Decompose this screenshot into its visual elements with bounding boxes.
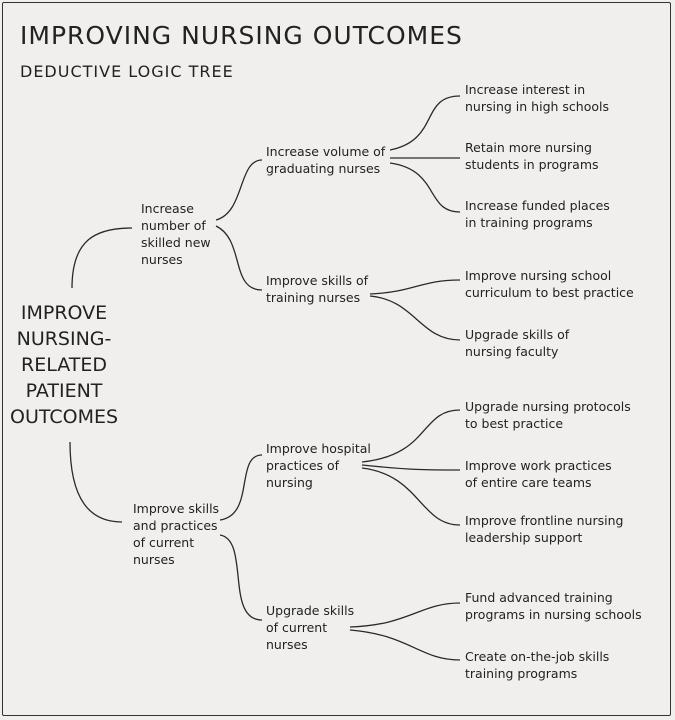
node-line: of current [266,620,328,635]
node-line: number of [141,218,206,233]
l3-node-school-curriculum: Improve nursing school curriculum to bes… [465,267,634,301]
node-line: programs in nursing schools [465,607,642,622]
node-line: curriculum to best practice [465,285,634,300]
node-line: nursing in high schools [465,99,609,114]
diagram-title: IMPROVING NURSING OUTCOMES [20,21,463,50]
node-line: Upgrade skills of [465,327,570,342]
node-line: practices of [266,458,340,473]
l2-node-training-nurses: Improve skills of training nurses [266,272,368,306]
l3-node-funded-places: Increase funded places in training progr… [465,197,610,231]
l1-node-increase-skilled-nurses: Increase number of skilled new nurses [141,200,211,268]
link-l2b-l3e [369,295,461,341]
node-line: Improve hospital [266,441,371,456]
l3-node-retain-students: Retain more nursing students in programs [465,139,599,173]
link-root-l1-1 [71,227,133,289]
l2-node-upgrade-current-skills: Upgrade skills of current nurses [266,602,354,653]
node-line: Improve skills [133,501,220,516]
node-line: Improve skills of [266,273,369,288]
node-line: training programs [465,666,578,681]
node-line: Increase volume of [266,144,386,159]
link-l2d-l3i [349,602,461,628]
node-line: Fund advanced training [465,590,613,605]
node-line: nursing faculty [465,344,559,359]
root-line: OUTCOMES [10,406,119,428]
node-line: nurses [266,637,308,652]
root-line: NURSING- [16,328,112,350]
node-line: nursing [266,475,313,490]
l3-node-care-teams: Improve work practices of entire care te… [465,457,612,491]
node-line: Upgrade nursing protocols [465,399,631,414]
node-line: Increase interest in [465,82,586,97]
node-line: in training programs [465,215,593,230]
node-line: Improve work practices [465,458,612,473]
root-line: RELATED [21,354,107,376]
link-l2c-l3f [361,409,461,463]
l2-node-graduating-nurses: Increase volume of graduating nurses [266,143,385,177]
l3-node-nursing-protocols: Upgrade nursing protocols to best practi… [465,398,631,432]
link-l2a-l3a [389,95,461,151]
link-l2b-l3d [369,279,461,295]
l3-node-nursing-faculty: Upgrade skills of nursing faculty [465,326,569,360]
node-line: students in programs [465,157,599,172]
node-line: Create on-the-job skills [465,649,610,664]
link-l1a-l2a [215,159,263,221]
node-line: of entire care teams [465,475,592,490]
l3-node-leadership-support: Improve frontline nursing leadership sup… [465,512,623,546]
link-l2c-l3g [361,464,461,471]
node-line: Increase funded places [465,198,610,213]
link-l2a-l3c [389,162,461,213]
node-line: nurses [141,252,183,267]
link-l1a-l2b [215,225,263,291]
link-l2d-l3j [349,629,461,661]
node-line: graduating nurses [266,161,381,176]
node-line: Upgrade skills [266,603,355,618]
root-node: IMPROVE NURSING- RELATED PATIENT OUTCOME… [10,300,118,430]
root-line: IMPROVE [20,302,108,324]
link-l1b-l2c [219,454,263,521]
node-line: Improve nursing school [465,268,612,283]
node-line: Improve frontline nursing [465,513,624,528]
node-line: nurses [133,552,175,567]
link-l2c-l3h [361,467,461,526]
l3-node-interest-high-schools: Increase interest in nursing in high sch… [465,81,609,115]
node-line: of current [133,535,195,550]
node-line: Retain more nursing [465,140,592,155]
node-line: to best practice [465,416,564,431]
node-line: training nurses [266,290,361,305]
node-line: Increase [141,201,194,216]
node-line: leadership support [465,530,583,545]
root-line: PATIENT [25,380,103,402]
l3-node-advanced-training: Fund advanced training programs in nursi… [465,589,642,623]
link-root-l1-2 [69,441,123,523]
link-l1b-l2d [219,534,263,621]
l3-node-on-the-job-training: Create on-the-job skills training progra… [465,648,609,682]
node-line: and practices [133,518,218,533]
diagram-subtitle: DEDUCTIVE LOGIC TREE [20,62,234,81]
l1-node-improve-current-nurses: Improve skills and practices of current … [133,500,219,568]
node-line: skilled new [141,235,211,250]
l2-node-hospital-practices: Improve hospital practices of nursing [266,440,371,491]
